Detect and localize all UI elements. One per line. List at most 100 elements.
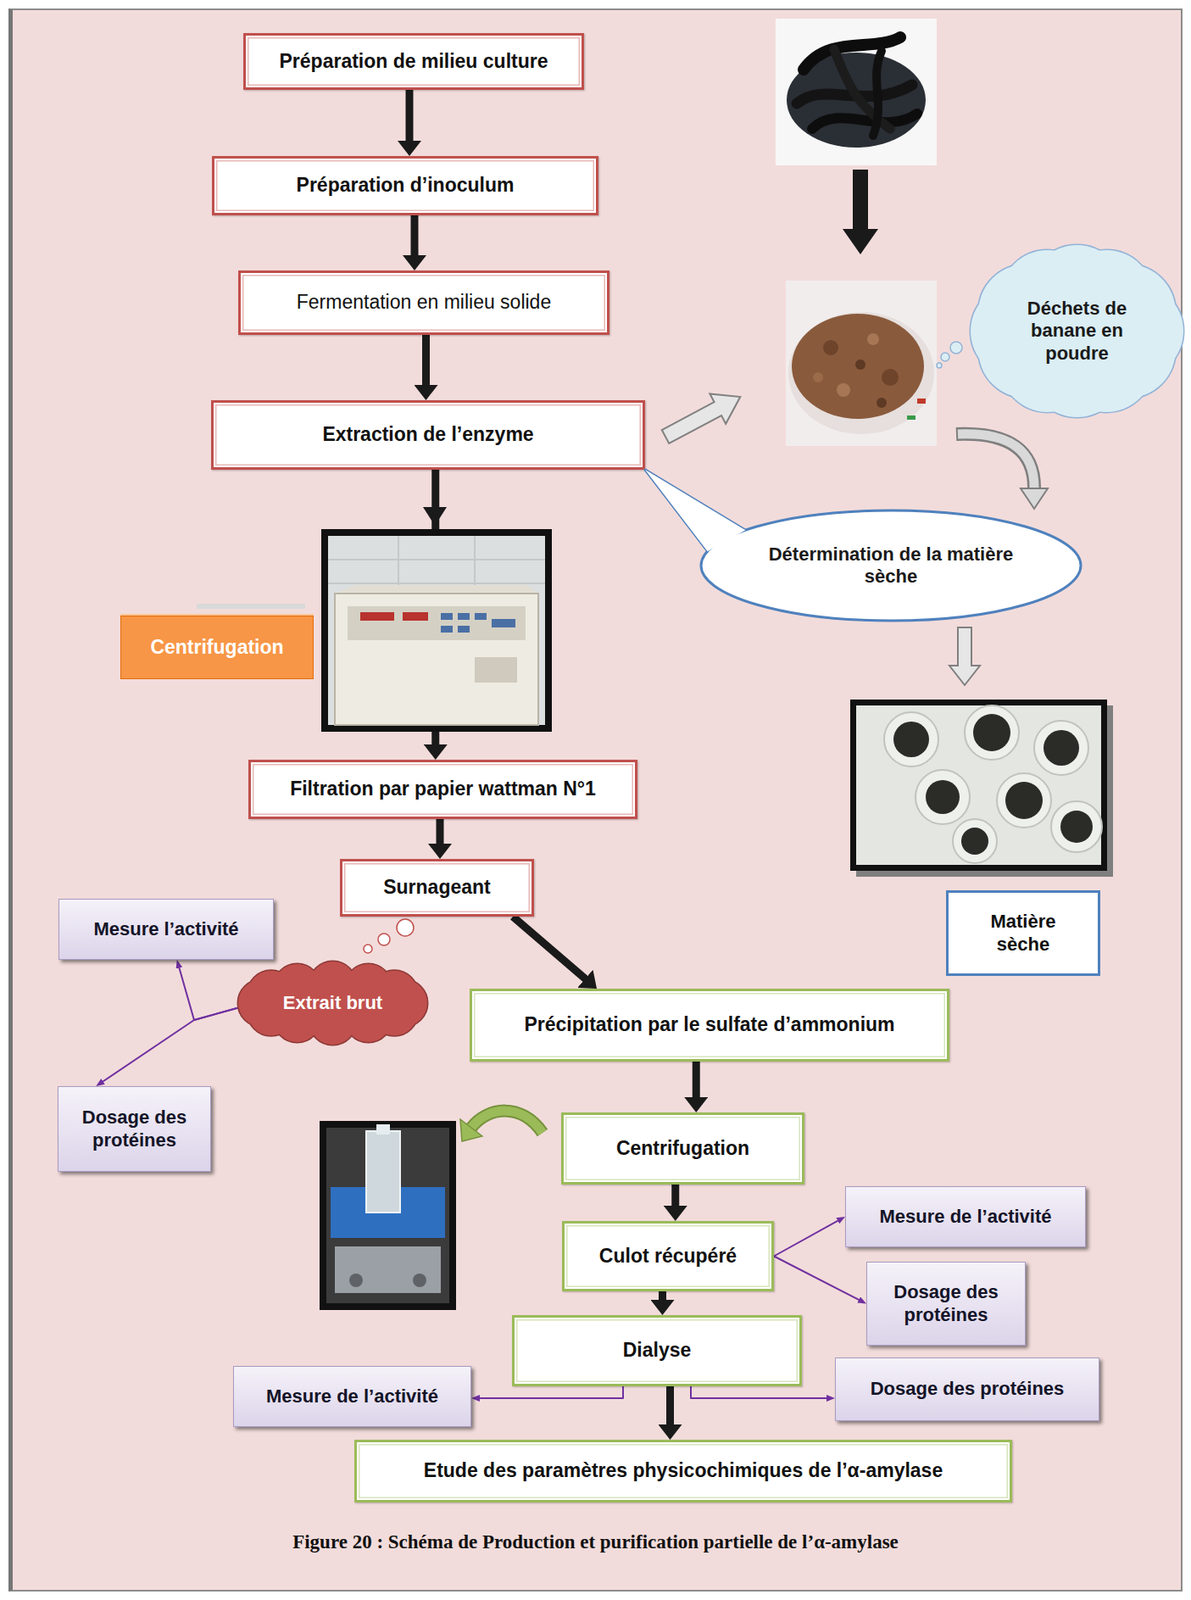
cloud-body: [238, 961, 428, 1045]
centrifuge-photo: [474, 656, 518, 683]
analysis-box: Mesure l’activité: [58, 898, 274, 960]
petri-dish-photo: [856, 705, 1102, 865]
banana-arrow: [842, 169, 879, 255]
purification-box: Dialyse: [512, 1314, 802, 1386]
analysis-box: Mesure de l’activité: [845, 1185, 1086, 1247]
process-box: Filtration par papier wattman N°1: [248, 759, 638, 819]
banana-powder-photo: [867, 333, 880, 346]
centrifuge-photo: [457, 612, 470, 620]
node-label: Filtration par papier wattman N°1: [289, 777, 596, 802]
thought-bubbles: [396, 918, 414, 936]
petri-dish-photo: [1034, 720, 1089, 775]
analysis-box: Dosage des protéines: [57, 1085, 212, 1172]
cloud-bubbles: [936, 341, 963, 368]
petri-dish-photo: [915, 769, 970, 824]
callout-ellipse-outline: [701, 510, 1081, 621]
thought-cloud: Déchets de banane en poudre: [968, 243, 1186, 419]
petri-dish-photo: [1051, 801, 1102, 852]
banana-peel-photo: [873, 50, 882, 136]
petri-dish-photo: [996, 773, 1052, 828]
centrifuge-arrow-head: [422, 506, 447, 526]
curved-green-arrow: [460, 1118, 483, 1141]
petri-dish-photo: [1005, 781, 1043, 819]
node-label: Préparation d’inoculum: [296, 173, 515, 198]
node-label: Etude des paramètres physicochimiques de…: [423, 1458, 943, 1483]
curved-arrow: [956, 434, 1048, 509]
cloud-bubbles: [950, 341, 963, 354]
node-label: Mesure l’activité: [93, 918, 239, 941]
centrifuge-photo: [347, 606, 526, 641]
purification-box: Etude des paramètres physicochimiques de…: [354, 1439, 1013, 1503]
petri-dish-photo: [1043, 729, 1080, 766]
centrifuge-photo: [491, 618, 516, 628]
banana-powder-photo: [785, 280, 937, 446]
node-label: Précipitation par le sulfate d’ammonium: [523, 1012, 895, 1037]
cloud-bubbles: [940, 352, 950, 362]
down-arrow: [949, 627, 980, 685]
process-box: Extraction de l’enzyme: [211, 400, 646, 470]
cloud-edge: [238, 961, 428, 1045]
petri-dish-photo: [964, 705, 1019, 760]
node-label: Matière sèche: [973, 910, 1073, 956]
process-box: Préparation de milieu culture: [243, 33, 585, 90]
thought-cloud: Extrait brut: [236, 959, 429, 1047]
node-label: Dosage des protéines: [870, 1377, 1065, 1400]
flow-arrow: [406, 89, 414, 148]
curved-green-arrow: [471, 1110, 543, 1133]
curved-arrow: [1020, 488, 1048, 509]
banana-powder-photo: [785, 280, 937, 446]
petri-dish-photo: [850, 699, 1114, 877]
banana-peel-photo: [775, 18, 937, 166]
banana-powder-photo: [823, 339, 839, 356]
banana-powder-photo: [876, 397, 887, 408]
petri-dish-photo: [856, 705, 1114, 877]
centrifuge-photo: [440, 625, 453, 633]
dialysis-photo: [376, 1124, 390, 1135]
analysis-box: Mesure de l’activité: [233, 1365, 472, 1427]
cloud-body: [970, 244, 1184, 418]
banana-powder-photo: [788, 311, 935, 435]
process-box: Surnageant: [339, 858, 535, 917]
purification-box: Centrifugation: [561, 1112, 805, 1185]
banana-peel-photo: [803, 37, 901, 70]
centrifuge-photo: [474, 612, 487, 620]
dialysis-photo: [319, 1120, 457, 1310]
analysis-arrow: [773, 1256, 863, 1303]
node-label: Déchets de banane en poudre: [1007, 297, 1147, 365]
node-label: Préparation de milieu culture: [279, 50, 549, 74]
flow-arrow: [512, 916, 590, 983]
centrifuge-photo: [402, 612, 429, 621]
flow-arrow: [692, 1061, 701, 1104]
banana-powder-photo: [917, 398, 926, 404]
cloud-core: [257, 980, 408, 1025]
petri-dish-photo: [884, 712, 939, 767]
thought-bubbles: [363, 918, 414, 953]
centrifuge-photo: [440, 612, 453, 620]
petri-dish-photo: [925, 779, 960, 814]
dialysis-photo: [334, 1246, 441, 1293]
petri-dish-photo: [961, 827, 989, 855]
tag-shadow: [196, 603, 306, 609]
down-arrow: [949, 627, 980, 685]
purification-box: Culot récupéré: [562, 1220, 774, 1292]
node-label: Fermentation en milieu solide: [296, 290, 551, 315]
analysis-arrow: [474, 1385, 624, 1398]
dialysis-photo: [349, 1273, 363, 1287]
centrifuge-photo: [360, 612, 395, 621]
centrifuge-photo: [321, 528, 552, 732]
thought-bubbles: [363, 944, 373, 953]
centrifuge-photo: [457, 625, 470, 633]
dialysis-photo: [366, 1130, 401, 1213]
analysis-arrow: [99, 1007, 240, 1085]
dialysis-photo: [412, 1273, 427, 1287]
banana-peel-photo: [812, 113, 918, 129]
flow-arrow: [671, 1184, 679, 1213]
process-box: Préparation d’inoculum: [211, 155, 599, 216]
node-label: Centrifugation: [150, 635, 284, 660]
callout-tail-fill: [645, 469, 746, 551]
figure-caption: Figure 20 : Schéma de Production et puri…: [0, 1530, 1191, 1553]
analysis-box: Dosage des protéines: [834, 1357, 1100, 1421]
node-label: Surnageant: [383, 875, 491, 900]
cloud-bubbles: [936, 362, 942, 368]
dialysis-photo: [319, 1120, 457, 1310]
